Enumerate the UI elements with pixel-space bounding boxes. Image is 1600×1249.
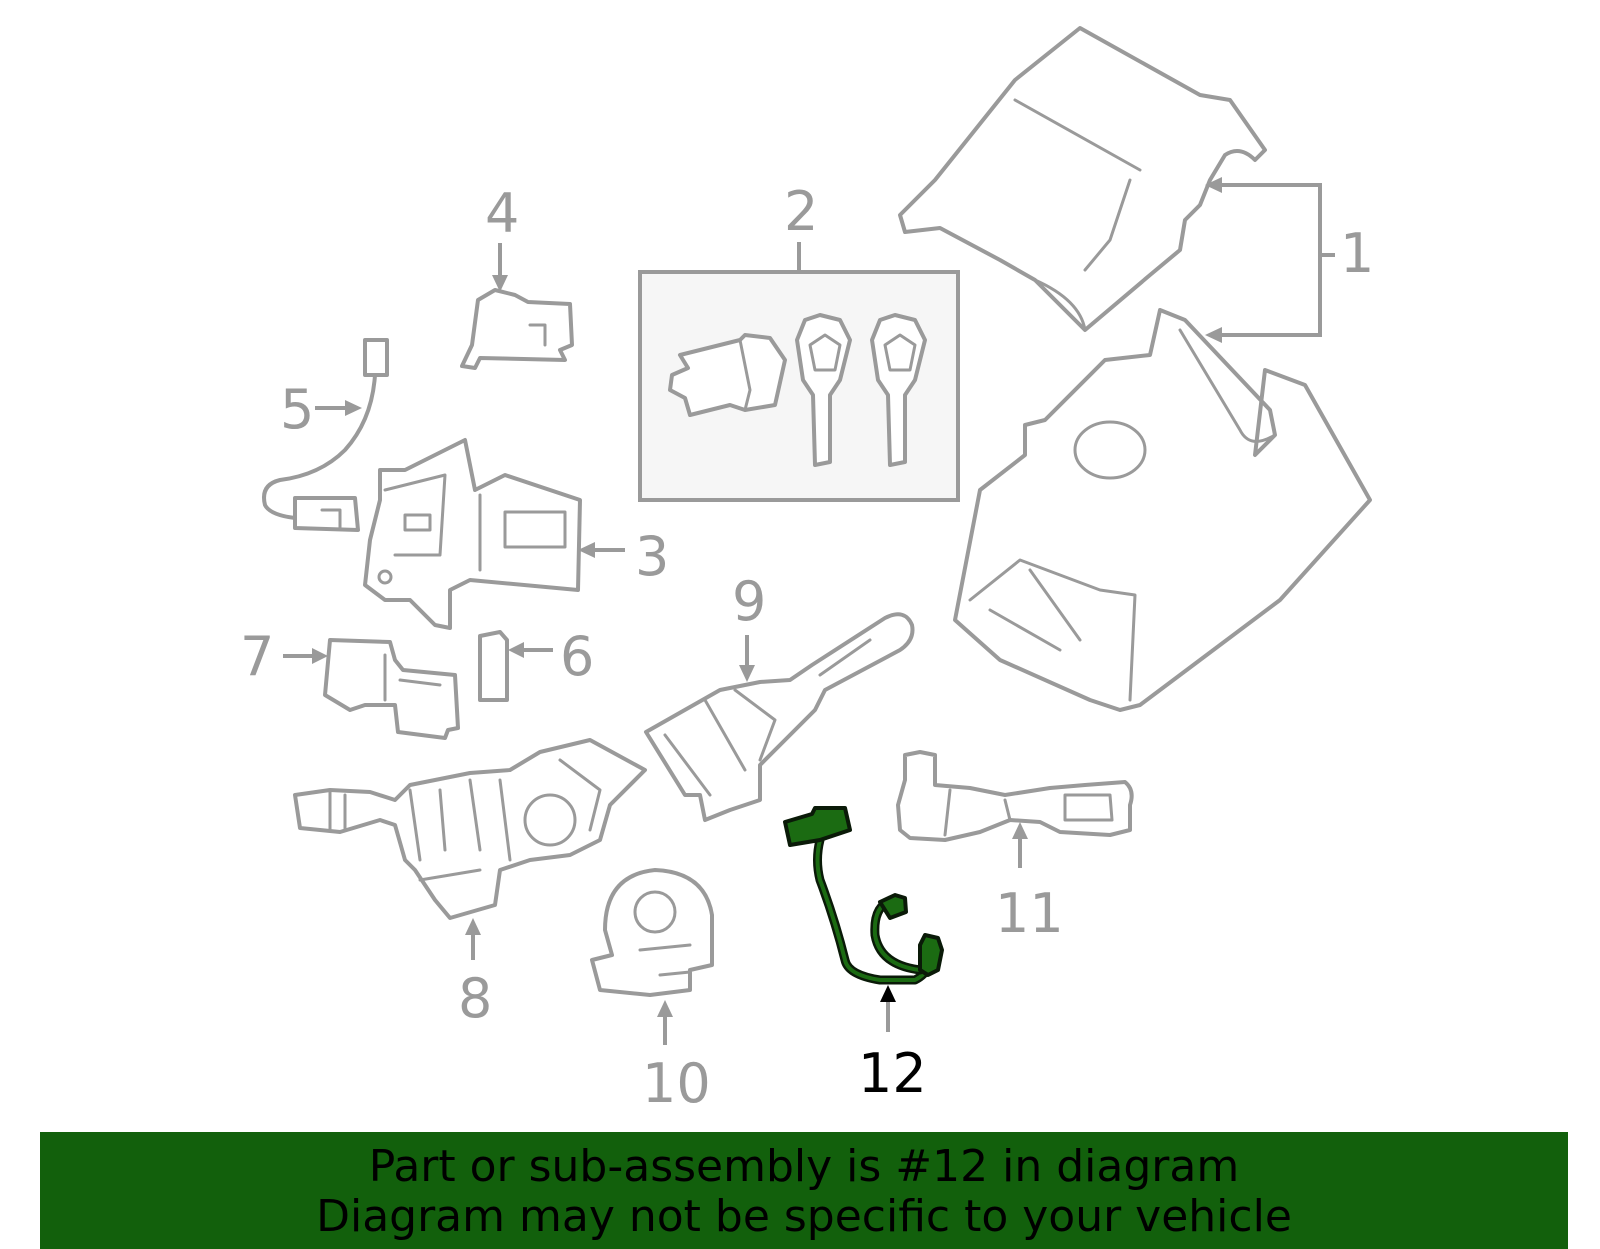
callout-7-leader [283,648,328,664]
callout-1[interactable]: 1 [1340,222,1374,285]
part-1-column-cover-lower[interactable] [953,308,1372,712]
parts-diagram: 1 2 3 4 [240,26,1374,1115]
part-5-wire-harness[interactable] [262,338,389,532]
part-12-wire-harness-highlighted[interactable] [783,806,944,985]
part-1-column-cover-upper[interactable] [898,26,1267,332]
callout-12-leader [880,985,896,1032]
part-4-bracket[interactable] [460,288,574,370]
part-10-spiral-cable[interactable] [590,868,714,997]
part-7-connector[interactable] [323,638,460,740]
part-6-clip[interactable] [478,630,509,702]
callout-8[interactable]: 8 [458,967,492,1030]
callout-12[interactable]: 12 [858,1042,927,1105]
callout-7[interactable]: 7 [240,625,274,688]
part-8-combination-switch[interactable] [293,738,647,920]
callout-5-leader [315,400,362,416]
callout-9[interactable]: 9 [732,570,766,633]
callout-4-leader [492,243,508,292]
callout-10[interactable]: 10 [642,1052,711,1115]
part-9-wiper-switch[interactable] [644,612,915,822]
part-3-switch-body[interactable] [363,438,582,630]
banner-line-1: Part or sub-assembly is #12 in diagram [368,1141,1240,1192]
callout-3[interactable]: 3 [635,525,669,588]
callout-9-leader [739,635,755,682]
callout-1-leader [1205,177,1335,343]
callout-10-leader [657,1000,673,1045]
callout-2[interactable]: 2 [784,180,818,243]
callout-11[interactable]: 11 [995,882,1064,945]
callout-3-leader [578,542,625,558]
callout-8-leader [465,918,481,960]
footer-banner: Part or sub-assembly is #12 in diagram D… [40,1132,1568,1249]
callout-4[interactable]: 4 [485,182,519,245]
callout-5[interactable]: 5 [280,378,314,441]
banner-line-2: Diagram may not be specific to your vehi… [316,1191,1292,1242]
callout-11-leader [1012,822,1028,868]
part-2-lock-cylinder-box[interactable] [638,270,960,502]
callout-6-leader [508,642,553,658]
part-11-light-switch[interactable] [896,750,1134,842]
callout-6[interactable]: 6 [560,625,594,688]
